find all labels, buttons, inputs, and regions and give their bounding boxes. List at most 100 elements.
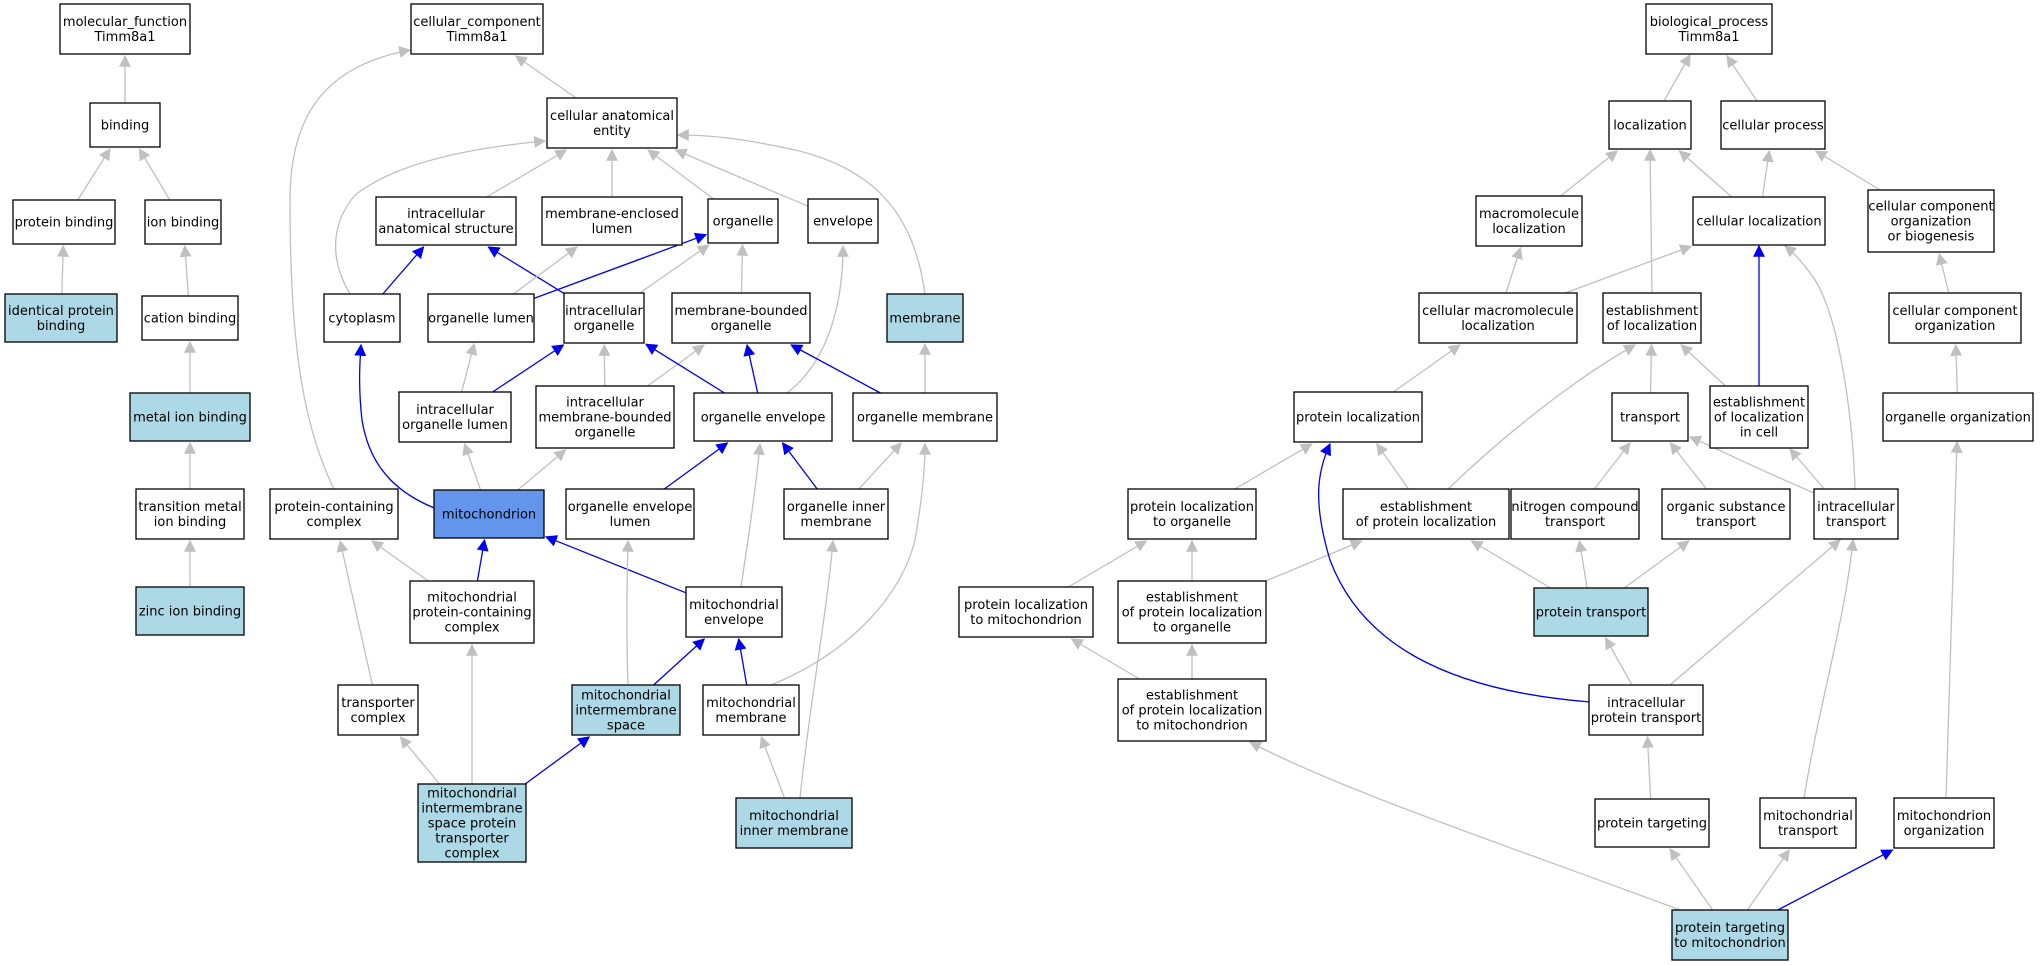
- edge-transporter-to-pcc: [336, 539, 374, 686]
- node-protein-binding[interactable]: protein binding: [12, 199, 116, 245]
- node-box: [563, 292, 645, 344]
- edge-est_loc_cell-to-est_loc: [1680, 344, 1726, 387]
- node-envelope[interactable]: envelope: [807, 198, 879, 244]
- node-zinc-ion-binding[interactable]: zinc ion binding: [135, 586, 245, 636]
- edge-identical_protein_binding-to-protein_binding: [56, 244, 69, 295]
- node-label-line: mitochondrial: [427, 591, 517, 606]
- node-cell-loc[interactable]: cellular localization: [1692, 196, 1826, 246]
- node-label: cellular process: [1722, 119, 1824, 134]
- node-metal-ion-binding[interactable]: metal ion binding: [129, 392, 251, 442]
- edge-ptm-to-prot_targeting: [1669, 848, 1714, 911]
- node-label: binding: [101, 119, 149, 134]
- node-transport[interactable]: transport: [1611, 392, 1689, 442]
- edge-mito_env-to-org_env: [740, 442, 765, 588]
- node-label: metal ion binding: [133, 411, 247, 426]
- node-label-line: inner membrane: [740, 824, 849, 839]
- node-mito[interactable]: mitochondrion: [433, 489, 545, 539]
- node-box: [807, 198, 879, 244]
- node-org-env[interactable]: organelle envelope: [693, 392, 833, 442]
- node-label-line: mitochondrion: [1897, 809, 1991, 824]
- node-box: [685, 586, 783, 638]
- node-label-line: protein transport: [1536, 606, 1646, 621]
- edge-organelle-to-cae: [647, 149, 714, 200]
- node-cation-binding[interactable]: cation binding: [141, 295, 239, 341]
- node-org-lumen[interactable]: organelle lumen: [427, 293, 535, 343]
- node-membrane[interactable]: membrane: [886, 293, 964, 343]
- node-cytoplasm[interactable]: cytoplasm: [323, 293, 401, 343]
- node-box: [852, 392, 998, 442]
- edge-est_pl-to-est_loc: [1447, 344, 1637, 490]
- node-org-org[interactable]: organelle organization: [1882, 392, 2034, 442]
- node-prot-loc[interactable]: protein localization: [1293, 391, 1423, 443]
- node-label-line: protein localization: [1296, 411, 1420, 426]
- node-binding[interactable]: binding: [89, 102, 161, 148]
- node-label-line: lumen: [610, 515, 651, 530]
- edge-mito_mem-to-mito_env: [734, 637, 748, 686]
- edge-nct-to-transport: [1593, 442, 1631, 490]
- node-label-line: envelope: [813, 215, 873, 230]
- node-label-line: to mitochondrion: [1674, 936, 1786, 951]
- node-prot-targeting[interactable]: protein targeting: [1594, 798, 1710, 848]
- node-label-line: complex: [444, 621, 499, 636]
- node-cellular-process[interactable]: cellular process: [1720, 100, 1826, 150]
- node-label: protein binding: [15, 216, 114, 231]
- node-box: [410, 3, 544, 55]
- node-prot-transport[interactable]: protein transport: [1533, 587, 1649, 637]
- node-localization[interactable]: localization: [1608, 100, 1692, 150]
- node-organelle[interactable]: organelle: [707, 198, 779, 244]
- node-ion-binding[interactable]: ion binding: [144, 199, 222, 245]
- node-box: [323, 293, 401, 343]
- node-org-mem[interactable]: organelle membrane: [852, 392, 998, 442]
- node-label-line: mitochondrial: [689, 598, 779, 613]
- edge-mims-to-org_env_lumen: [621, 539, 634, 686]
- node-box: [1671, 909, 1789, 961]
- edge-mito_env-to-mito: [544, 535, 687, 594]
